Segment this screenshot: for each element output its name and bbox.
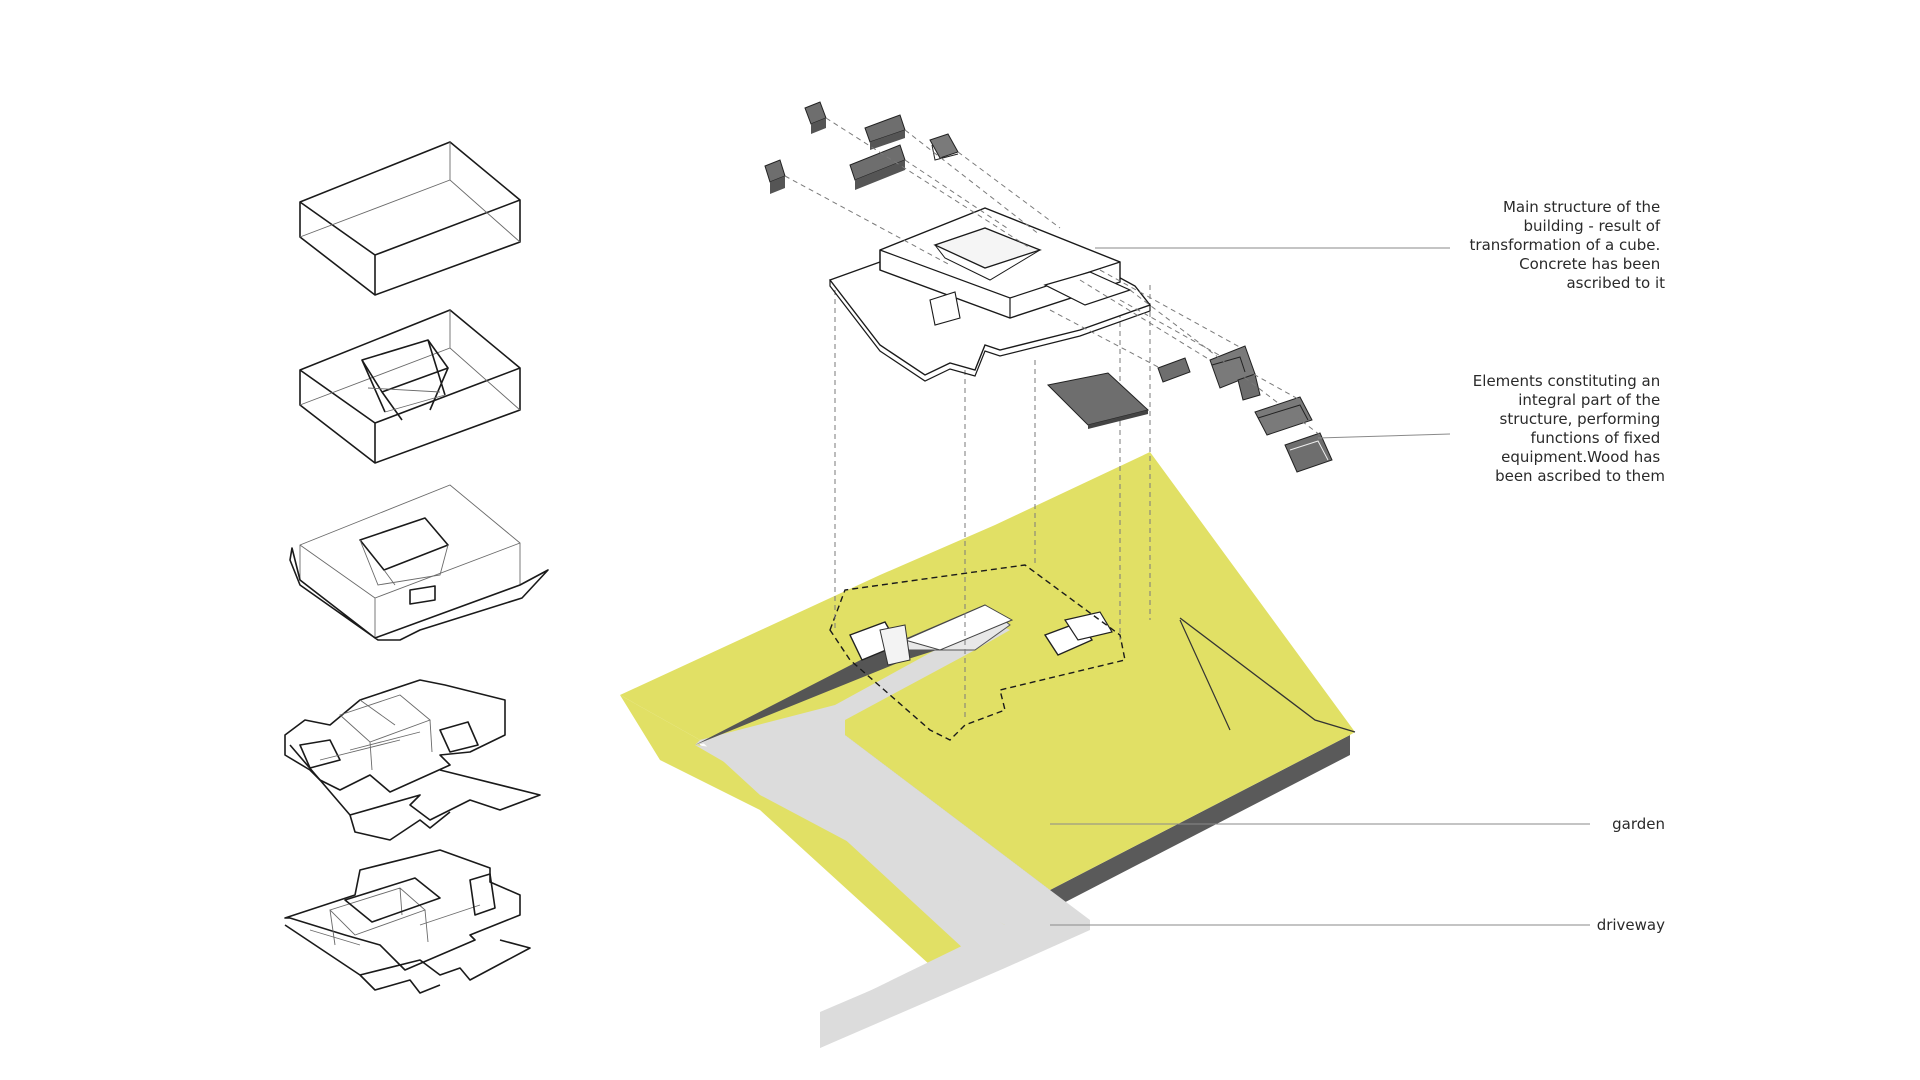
wood-block-1 — [804, 101, 827, 134]
wood-block-4 — [764, 159, 786, 194]
wood-dashed-links-top — [784, 117, 1061, 266]
foundation-openings — [849, 611, 1113, 666]
step-2-court — [299, 309, 521, 464]
main-structure — [828, 207, 1152, 382]
wood-block-5 — [849, 144, 906, 190]
wood-block-9 — [1254, 396, 1313, 436]
garden-surface — [620, 452, 1355, 890]
wood-elements-top — [764, 101, 959, 194]
label-driveway: driveway — [1597, 916, 1665, 934]
transformation-sequence — [284, 141, 549, 994]
garden-slab-edge — [1050, 735, 1350, 910]
label-main-structure: Main structure of the building - result … — [1470, 198, 1666, 292]
step-3-slab — [289, 484, 549, 641]
wood-dashed-links-right — [1049, 269, 1321, 436]
wood-elements-right — [1046, 345, 1333, 473]
wood-block-8 — [1237, 373, 1261, 401]
wood-block-10 — [1284, 432, 1333, 473]
wood-block-3 — [929, 133, 959, 161]
wood-block-6 — [1157, 357, 1191, 383]
label-garden: garden — [1612, 815, 1665, 833]
leader-lines — [1050, 247, 1590, 926]
step-4-volumes — [284, 679, 541, 841]
wood-panel-floor — [1046, 372, 1150, 429]
wood-block-2 — [864, 114, 906, 150]
site-base — [620, 452, 1356, 1048]
leader-elements — [1317, 433, 1451, 439]
annotation-labels: Main structure of the building - result … — [1470, 198, 1666, 934]
step-1-cube — [299, 141, 521, 296]
projection-lines — [834, 285, 1151, 720]
label-elements: Elements constituting an integral part o… — [1473, 372, 1665, 485]
driveway — [695, 620, 1010, 1048]
footprint-outline — [829, 564, 1126, 741]
step-5-final — [284, 849, 531, 994]
